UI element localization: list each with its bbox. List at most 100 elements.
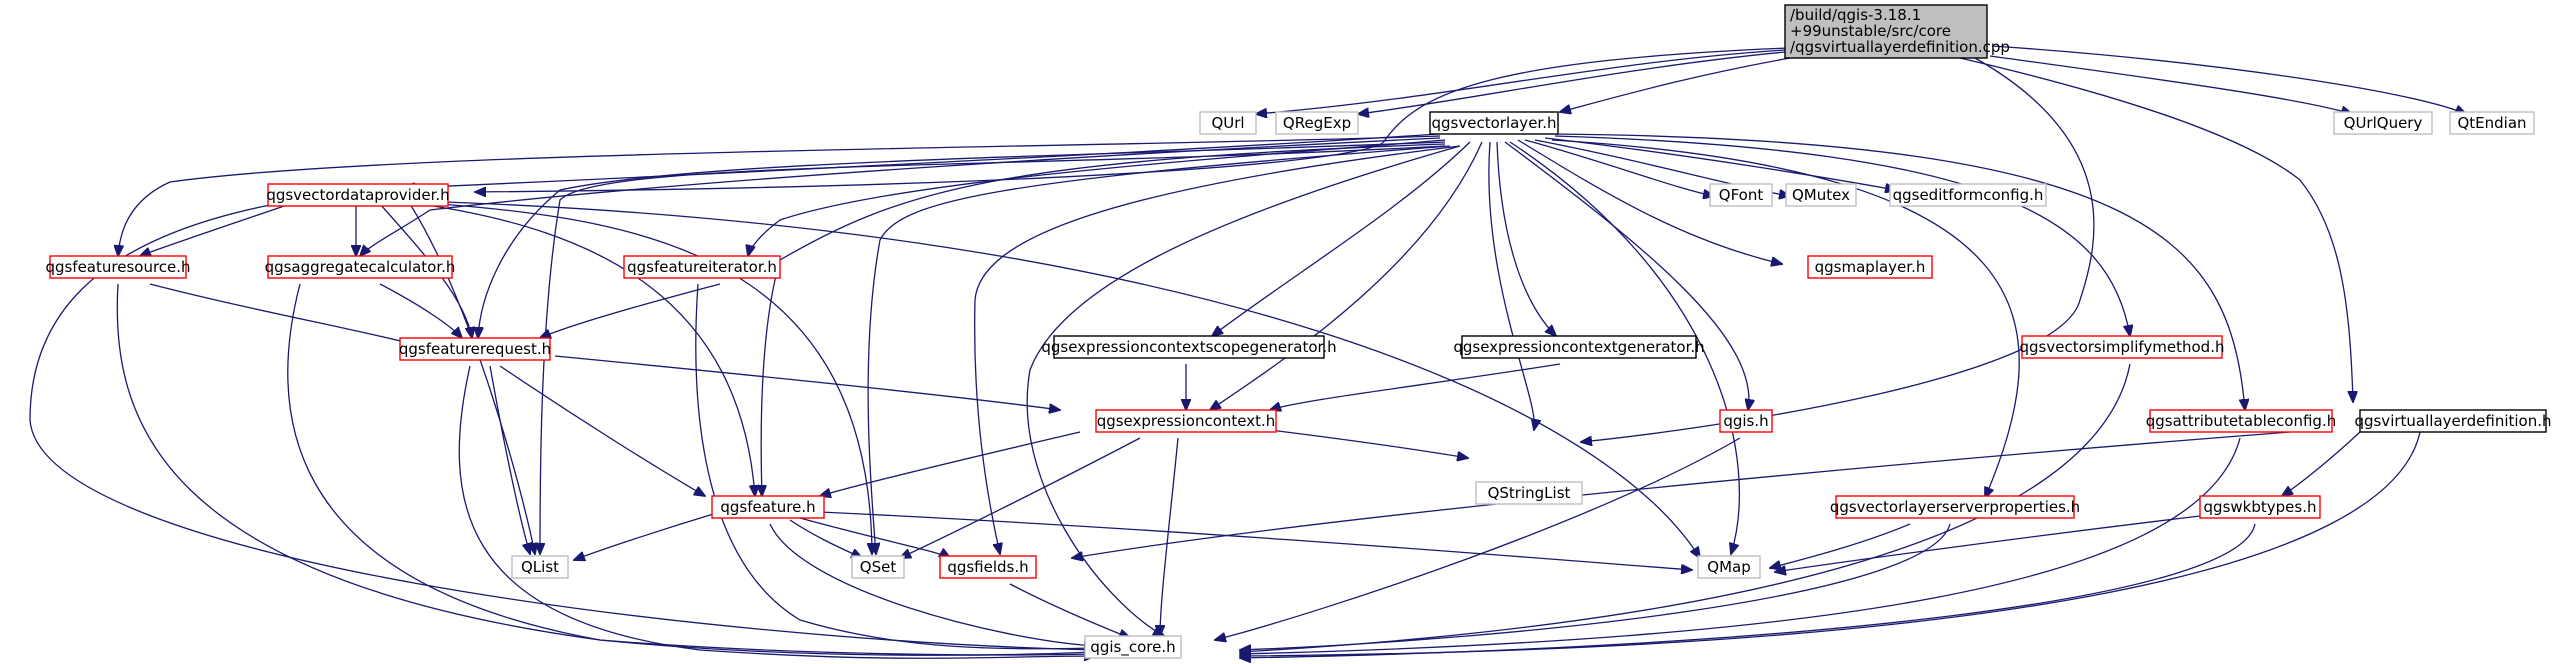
svg-text:qgsexpressioncontextscopegener: qgsexpressioncontextscopegenerator.h [1041, 338, 1336, 356]
svg-text:qgsexpressioncontext.h: qgsexpressioncontext.h [1097, 412, 1276, 430]
edge-agg-qgis_core [287, 283, 1095, 655]
edge-vsm-qgis_core [1240, 363, 2131, 652]
svg-text:QMap: QMap [1707, 558, 1750, 576]
node-root-file[interactable]: /build/qgis-3.18.1 +99unstable/src/core … [1784, 4, 2010, 59]
svg-text:QRegExp: QRegExp [1283, 114, 1351, 132]
node-qgsvectorlayer[interactable]: qgsvectorlayer.h [1429, 111, 1559, 135]
edge-vl-qgsfeaturesource [118, 135, 1441, 256]
node-qgis_core[interactable]: qgis_core.h [1084, 635, 1182, 659]
edge-vld-qgis_core [1240, 431, 2421, 656]
edge-vl-qset [867, 145, 1451, 554]
edge-ec-qgsfeature [820, 431, 1081, 496]
edge-vld-qgsfields [1072, 431, 2291, 558]
edge-vdp-qgsfeaturesource [140, 203, 291, 256]
edge-atc-qgis_core [1240, 437, 2241, 654]
node-qgsattributetableconfig[interactable]: qgsattributetableconfig.h [2146, 409, 2336, 433]
svg-text:qgsexpressioncontextgenerator.: qgsexpressioncontextgenerator.h [1453, 338, 1704, 356]
edge-vl-qgsfeature [761, 143, 1446, 496]
node-qurlquery[interactable]: QUrlQuery [2333, 111, 2433, 135]
edge-fields-qgis_core [1009, 583, 1130, 638]
node-qmap[interactable]: QMap [1697, 555, 1761, 579]
svg-text:QSet: QSet [860, 558, 897, 576]
edge-qgis-qgis_core [1215, 437, 1741, 640]
edge-vl-qgsfeatureiterator [748, 139, 1446, 256]
edge-feat-qgsfields [799, 517, 950, 558]
svg-text:QStringList: QStringList [1488, 484, 1571, 502]
node-qtendian[interactable]: QtEndian [2449, 111, 2535, 135]
node-qgsfeatureiterator[interactable]: qgsfeatureiterator.h [623, 255, 781, 279]
nodes: /build/qgis-3.18.1 +99unstable/src/core … [45, 4, 2552, 659]
edge-fr-qlist [489, 365, 530, 554]
node-qurl[interactable]: QUrl [1199, 111, 1257, 135]
node-qregexp[interactable]: QRegExp [1275, 111, 1359, 135]
node-qgsfeature[interactable]: qgsfeature.h [711, 495, 825, 519]
edge-vl-qlist [540, 145, 1446, 554]
svg-text:qgsfields.h: qgsfields.h [947, 558, 1028, 576]
node-qgis[interactable]: qgis.h [1719, 409, 1773, 433]
edge-vl-qgsvectordataprovider [404, 133, 1439, 188]
node-qgsmaplayer[interactable]: qgsmaplayer.h [1807, 255, 1933, 279]
node-qgsfeaturerequest[interactable]: qgsfeaturerequest.h [399, 337, 551, 361]
edge-vdp-qmap [444, 201, 1700, 558]
edge-wkb-qmap [1775, 515, 2201, 572]
svg-text:qgsvectorsimplifymethod.h: qgsvectorsimplifymethod.h [2020, 338, 2225, 356]
svg-text:qgsmaplayer.h: qgsmaplayer.h [1815, 258, 1926, 276]
node-qset[interactable]: QSet [851, 555, 905, 579]
node-qfont[interactable]: QFont [1709, 183, 1773, 207]
svg-text:QList: QList [521, 558, 559, 576]
edge-vl-qgsvectorlayerserverproperties [1551, 139, 2020, 498]
edge-root-qurl [1256, 49, 1786, 114]
node-qgsvirtuallayerdefinition[interactable]: qgsvirtuallayerdefinition.h [2354, 409, 2552, 433]
svg-text:qgsaggregatecalculator.h: qgsaggregatecalculator.h [265, 258, 456, 276]
edge-fi-qgis_core [695, 283, 1095, 649]
svg-text:+99unstable/src/core: +99unstable/src/core [1790, 22, 1951, 40]
node-qlist[interactable]: QList [511, 555, 569, 579]
node-qgseditformconfig[interactable]: qgseditformconfig.h [1889, 183, 2047, 207]
node-qgsvectordataprovider[interactable]: qgsvectordataprovider.h [266, 183, 450, 207]
edge-feat-qmap [819, 511, 1692, 570]
edge-fr-qgis_core [458, 365, 1095, 658]
edge-root-qgsvectordataprovider [475, 47, 1789, 192]
node-qgsexpressioncontext[interactable]: qgsexpressioncontext.h [1095, 409, 1277, 433]
node-qmutex[interactable]: QMutex [1785, 183, 1857, 207]
edge-vl-qmap [1509, 141, 1740, 554]
edge-root-qstringlist [1581, 57, 2095, 442]
svg-text:qgsvectorlayer.h: qgsvectorlayer.h [1432, 114, 1557, 132]
edge-vl-qgsmaplayer [1517, 139, 1782, 264]
svg-text:qgsfeaturerequest.h: qgsfeaturerequest.h [399, 340, 551, 358]
svg-text:QtEndian: QtEndian [2457, 114, 2526, 132]
edge-ecg-qgsexpressioncontext [1270, 363, 1561, 410]
node-qgsfields[interactable]: qgsfields.h [939, 555, 1037, 579]
edge-vl-qgis_core [1026, 145, 1461, 636]
edge-vdp-qgsfeature [419, 203, 755, 496]
edge-root-qtendian [1991, 45, 2466, 114]
edge-fr-qgsexpressioncontext [554, 355, 1060, 410]
svg-text:qgswkbtypes.h: qgswkbtypes.h [2204, 498, 2317, 516]
edge-root-qurlquery [1989, 55, 2352, 114]
edge-vl-qgis [1504, 141, 1749, 410]
edge-vl-qgsfields [974, 145, 1461, 554]
node-qstringlist[interactable]: QStringList [1475, 481, 1583, 505]
edge-feat-qlist [574, 511, 721, 560]
svg-text:/qgsvirtuallayerdefinition.cpp: /qgsvirtuallayerdefinition.cpp [1790, 38, 2010, 56]
node-qgsvectorlayerserverproperties[interactable]: qgsvectorlayerserverproperties.h [1830, 495, 2080, 519]
node-qgswkbtypes[interactable]: qgswkbtypes.h [2199, 495, 2321, 519]
edge-ec-qset [900, 437, 1141, 558]
svg-text:qgsvirtuallayerdefinition.h: qgsvirtuallayerdefinition.h [2354, 412, 2551, 430]
edge-root-qregexp [1358, 51, 1786, 114]
edge-root-qgsvirtuallayerdefinition [1959, 57, 2353, 402]
node-qgsvectorsimplifymethod[interactable]: qgsvectorsimplifymethod.h [2020, 335, 2225, 359]
edge-vl-qgsvectorsimplifymethod [1554, 135, 2130, 336]
edge-fs-qgis_core [116, 283, 1095, 655]
svg-text:QUrl: QUrl [1211, 114, 1244, 132]
edge-wkb-qgis_core [1240, 523, 2256, 658]
svg-text:qgsvectordataprovider.h: qgsvectordataprovider.h [266, 186, 449, 204]
svg-text:qgis_core.h: qgis_core.h [1090, 638, 1175, 657]
node-qgsexpressioncontextgenerator[interactable]: qgsexpressioncontextgenerator.h [1453, 335, 1705, 359]
edge-vdp-qlist [409, 203, 535, 554]
node-qgsfeaturesource[interactable]: qgsfeaturesource.h [45, 255, 191, 279]
node-qgsexpressioncontextscopegenerator[interactable]: qgsexpressioncontextscopegenerator.h [1041, 335, 1337, 359]
edge-vl-qfont [1524, 139, 1714, 196]
svg-text:qgseditformconfig.h: qgseditformconfig.h [1893, 186, 2044, 204]
node-qgsaggregatecalculator[interactable]: qgsaggregatecalculator.h [265, 255, 456, 279]
